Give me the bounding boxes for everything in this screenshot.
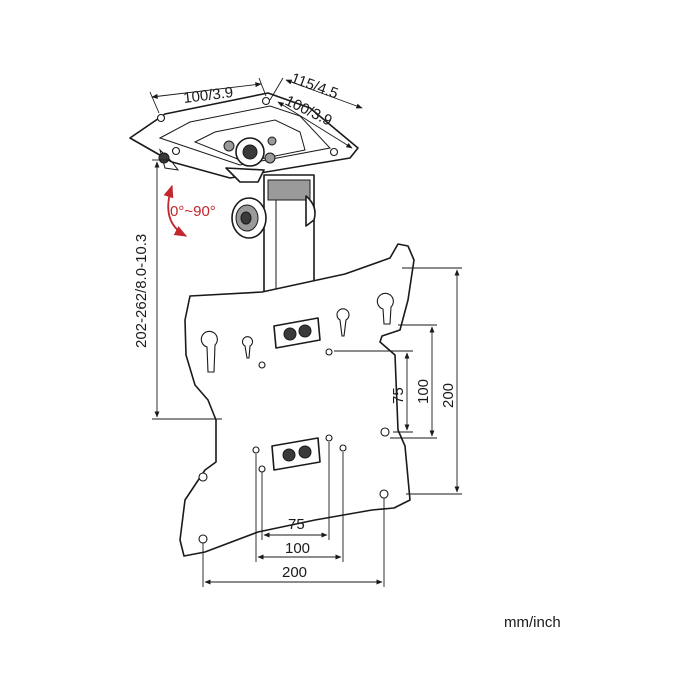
dim-top-left-label: 100/3.9: [182, 84, 234, 107]
tilt-knob: [231, 195, 316, 239]
dim-vesa-v-75: 75: [390, 387, 407, 404]
vesa-plate: [179, 243, 415, 557]
dim-vesa-vertical: 75 100 200: [334, 267, 462, 495]
dim-height-label: 202-262/8.0-10.3: [133, 234, 150, 348]
dim-vesa-v-200: 200: [440, 383, 457, 408]
dim-vesa-h-100: 100: [285, 540, 310, 557]
dim-top-left: 100/3.9: [149, 77, 267, 114]
ceiling-plate: [129, 92, 359, 183]
pole: [263, 174, 315, 301]
dim-vesa-horizontal: 75 100 200: [202, 442, 385, 587]
rotation-label: 0°~90°: [170, 203, 216, 220]
dim-vesa-h-75: 75: [288, 516, 305, 533]
dim-height: 202-262/8.0-10.3: [133, 159, 222, 420]
dim-vesa-h-200: 200: [282, 564, 307, 581]
rotation-indicator: 0°~90°: [163, 184, 216, 237]
units-note: mm/inch: [504, 614, 561, 631]
dim-vesa-v-100: 100: [415, 379, 432, 404]
